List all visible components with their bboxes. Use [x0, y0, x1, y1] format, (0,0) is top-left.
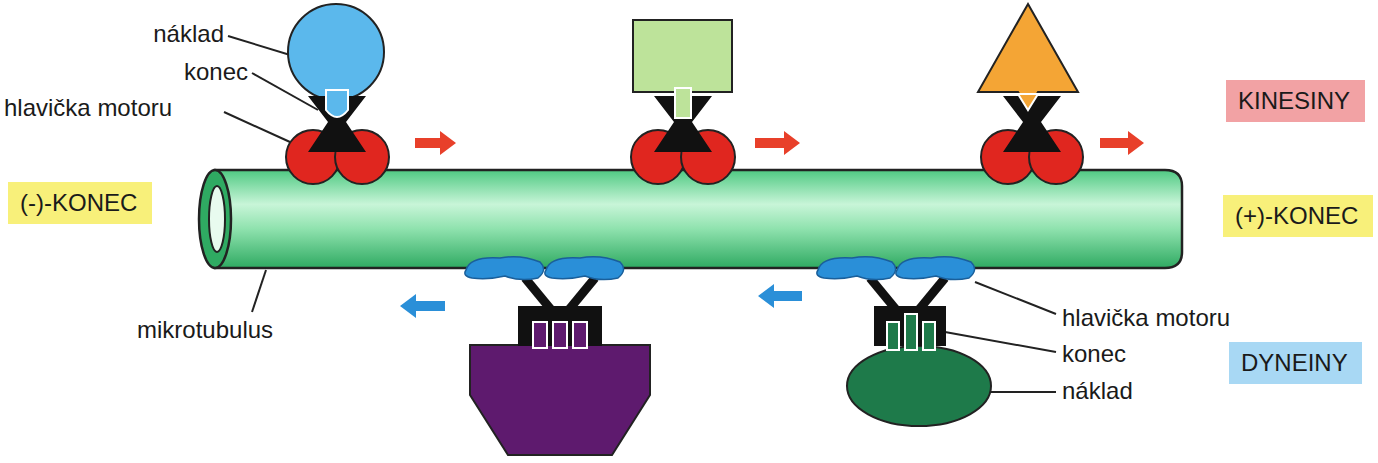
part-label: náklad: [1062, 377, 1133, 405]
legend-box: (+)-KONEC: [1223, 195, 1373, 237]
box-label: (-)-KONEC: [20, 188, 140, 218]
legend-box: DYNEINY: [1229, 342, 1362, 384]
part-label: mikrotubulus: [137, 316, 273, 344]
box-label: DYNEINY: [1241, 348, 1350, 378]
part-label: konec: [184, 58, 248, 86]
part-label: hlavička motoru: [1062, 304, 1230, 332]
box-label: (+)-KONEC: [1235, 201, 1361, 231]
part-label: konec: [1062, 340, 1126, 368]
part-label: hlavička motoru: [4, 94, 172, 122]
part-label: náklad: [153, 20, 224, 48]
legend-box: (-)-KONEC: [8, 182, 152, 224]
legend-box: KINESINY: [1226, 80, 1365, 122]
box-label: KINESINY: [1238, 86, 1353, 116]
